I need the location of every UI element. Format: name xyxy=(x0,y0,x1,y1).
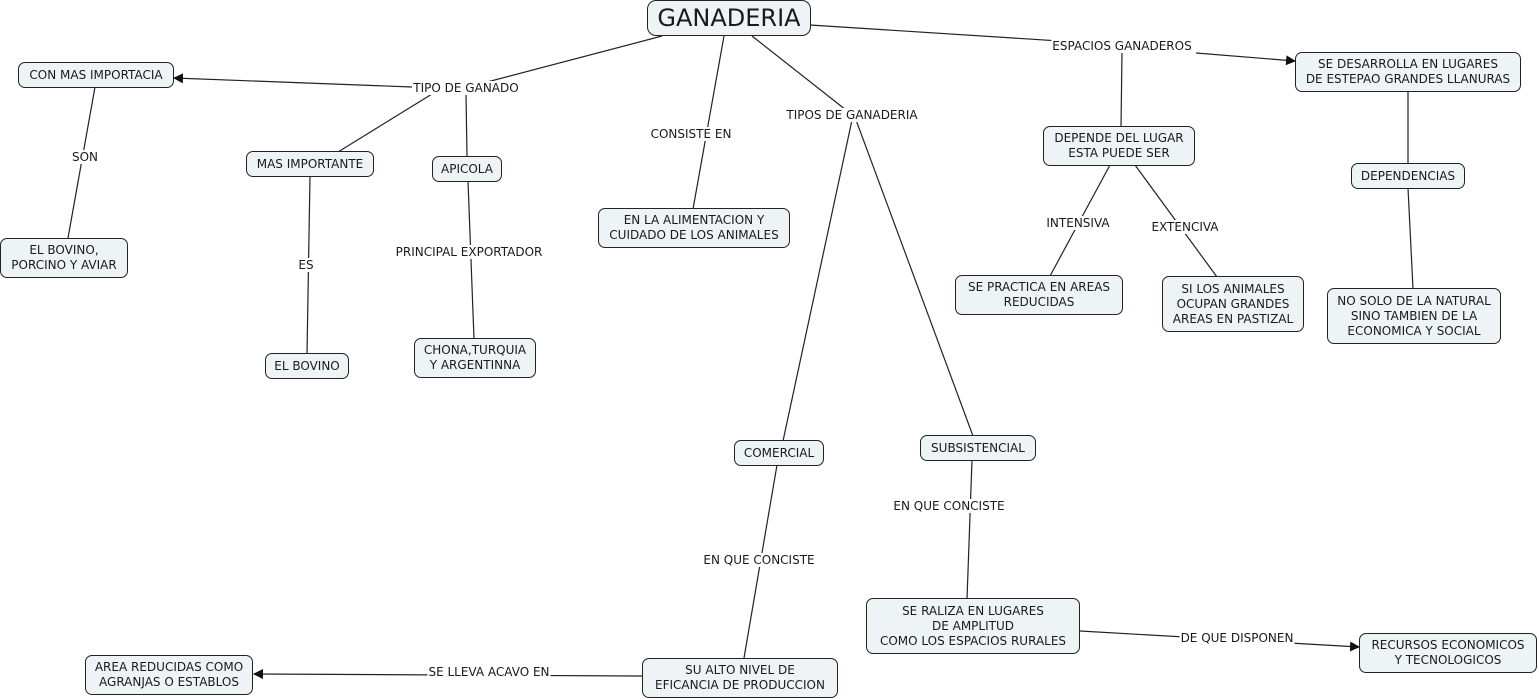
concept-alto-nivel[interactable]: SU ALTO NIVEL DE EFICANCIA DE PRODUCCION xyxy=(642,658,838,698)
concept-recursos[interactable]: RECURSOS ECONOMICOS Y TECNOLOGICOS xyxy=(1359,633,1537,673)
concept-estepa[interactable]: SE DESARROLLA EN LUGARES DE ESTEPAO GRAN… xyxy=(1295,52,1521,92)
edge-dependencias-no-solo xyxy=(1407,187,1414,290)
concept-depende-lugar[interactable]: DEPENDE DEL LUGAR ESTA PUEDE SER xyxy=(1043,126,1195,166)
concept-area-reducidas[interactable]: AREA REDUCIDAS COMO AGRANJAS O ESTABLOS xyxy=(85,655,253,695)
concept-no-solo[interactable]: NO SOLO DE LA NATURAL SINO TAMBIEN DE LA… xyxy=(1327,288,1501,344)
edge-tipo-ganado-apicola xyxy=(465,93,468,158)
link-principal-exportador[interactable]: PRINCIPAL EXPORTADOR xyxy=(394,245,544,259)
link-se-lleva-acavo-en[interactable]: SE LLEVA ACAVO EN xyxy=(427,665,551,679)
edge-ganaderia-tipo-ganado xyxy=(467,35,663,88)
edge-espacios-estepa xyxy=(1195,52,1296,66)
concept-mas-importante[interactable]: MAS IMPORTANTE xyxy=(246,151,374,177)
edge-ganaderia-consiste xyxy=(692,35,725,210)
concept-subsistencial[interactable]: SUBSISTENCIAL xyxy=(920,435,1036,461)
edge-ganaderia-tipos xyxy=(751,35,847,111)
link-extenciva[interactable]: EXTENCIVA xyxy=(1150,220,1220,234)
edge-apicola-china xyxy=(467,180,475,340)
concept-apicola[interactable]: APICOLA xyxy=(432,156,502,182)
edge-tipos-subsistencial xyxy=(855,119,974,437)
concept-se-raliza[interactable]: SE RALIZA EN LUGARES DE AMPLITUD COMO LO… xyxy=(866,598,1080,654)
concept-bovino-porcino-aviar[interactable]: EL BOVINO, PORCINO Y AVIAR xyxy=(0,238,128,278)
edge-tipos-comercial xyxy=(782,119,853,442)
concept-con-mas-importancia[interactable]: CON MAS IMPORTACIA xyxy=(18,62,174,88)
link-espacios-ganaderos[interactable]: ESPACIOS GANADEROS xyxy=(1051,39,1193,53)
link-en-que-conciste-comercial[interactable]: EN QUE CONCISTE xyxy=(702,553,816,567)
link-de-que-disponen[interactable]: DE QUE DISPONEN xyxy=(1179,631,1295,645)
link-tipos-de-ganaderia[interactable]: TIPOS DE GANADERIA xyxy=(785,108,919,122)
concept-grandes-areas-extenciva[interactable]: SI LOS ANIMALES OCUPAN GRANDES AREAS EN … xyxy=(1162,276,1304,332)
concept-el-bovino[interactable]: EL BOVINO xyxy=(265,353,349,379)
link-intensiva[interactable]: INTENSIVA xyxy=(1045,216,1111,230)
link-son[interactable]: SON xyxy=(70,150,100,164)
link-consiste-en[interactable]: CONSISTE EN xyxy=(649,127,733,141)
edge-tipo-ganado-con-mas xyxy=(173,73,413,88)
edge-espacios-depende xyxy=(1120,51,1123,128)
concept-ganaderia[interactable]: GANADERIA xyxy=(647,0,811,36)
link-tipo-de-ganado[interactable]: TIPO DE GANADO xyxy=(412,81,520,95)
concept-alimentacion[interactable]: EN LA ALIMENTACION Y CUIDADO DE LOS ANIM… xyxy=(598,208,790,248)
link-es[interactable]: ES xyxy=(297,258,315,272)
edge-subsistencial-se-raliza xyxy=(966,459,973,600)
concept-comercial[interactable]: COMERCIAL xyxy=(734,440,824,466)
concept-dependencias[interactable]: DEPENDENCIAS xyxy=(1351,163,1465,189)
edge-tipo-ganado-mas-importante xyxy=(337,93,433,153)
concept-areas-reducidas-intensiva[interactable]: SE PRACTICA EN AREAS REDUCIDAS xyxy=(955,275,1123,315)
concept-china-turquia-argentina[interactable]: CHONA,TURQUIA Y ARGENTINNA xyxy=(414,338,536,378)
link-en-que-conciste-subsistencial[interactable]: EN QUE CONCISTE xyxy=(892,499,1006,513)
